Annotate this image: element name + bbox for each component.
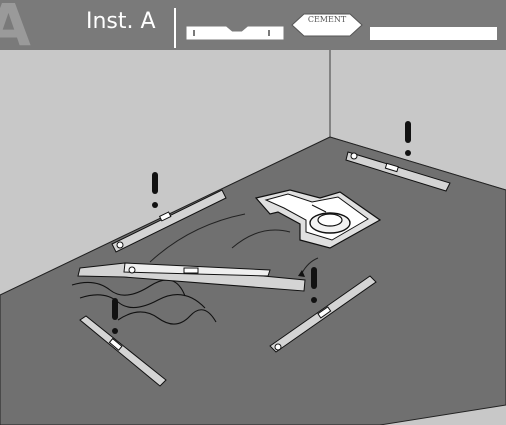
arc-arrow bbox=[149, 213, 246, 263]
cement-bag-icon bbox=[291, 13, 363, 37]
header-divider bbox=[174, 8, 176, 48]
instruction-title: Inst. A bbox=[86, 9, 156, 34]
spirit-level bbox=[77, 151, 451, 387]
spirit-level-icon bbox=[186, 26, 284, 40]
cement-label: CEMENT bbox=[307, 15, 347, 24]
exclamation-icon bbox=[112, 121, 411, 334]
instruction-header: A Inst. A CEMENT bbox=[0, 0, 506, 50]
shower-drain bbox=[254, 189, 382, 249]
header-blank-bar bbox=[370, 27, 497, 40]
step-letter: A bbox=[0, 0, 31, 50]
